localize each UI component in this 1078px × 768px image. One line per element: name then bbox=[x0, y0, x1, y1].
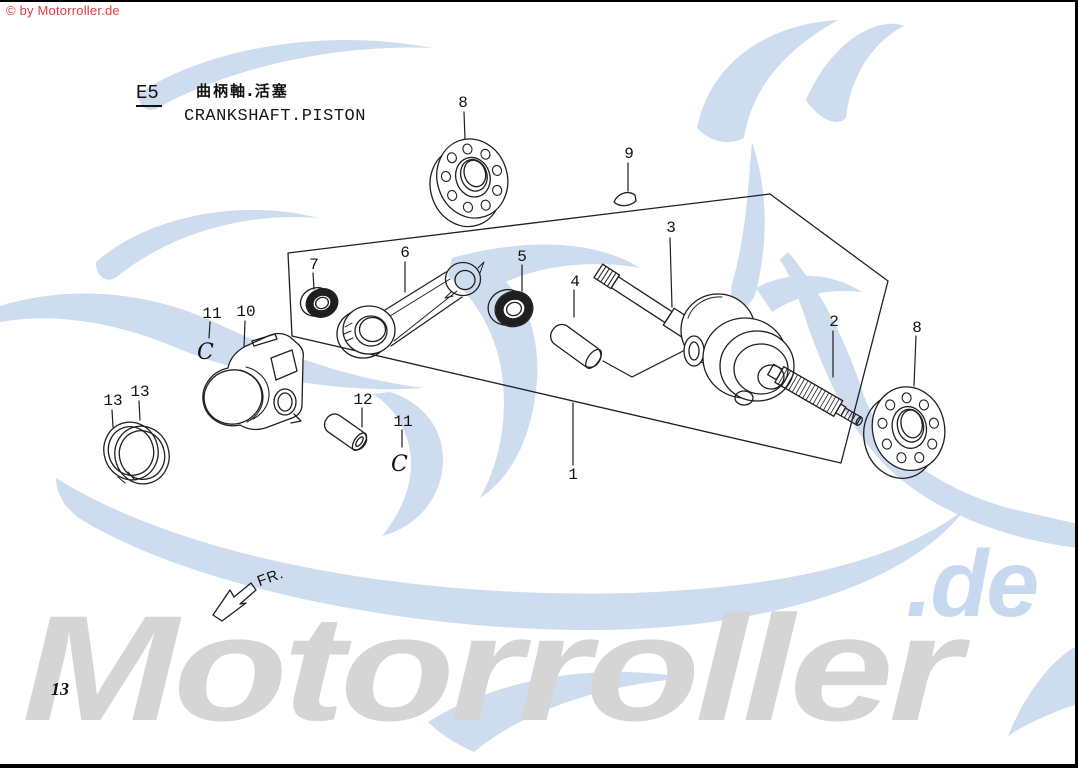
logo-figure-horn-right bbox=[806, 23, 904, 122]
assembly-boundary-box bbox=[287, 193, 889, 464]
swirl-bottom-right-corner bbox=[1008, 646, 1078, 736]
part-callout-9: 9 bbox=[624, 145, 634, 163]
watermark-domain-suffix: .de bbox=[906, 531, 1039, 637]
part-callout-4: 4 bbox=[570, 273, 580, 291]
swirl-mid-left bbox=[0, 293, 424, 390]
scan-border-right bbox=[1075, 0, 1078, 768]
swirl-bottom-crescent bbox=[56, 478, 966, 631]
part-callout-12: 12 bbox=[353, 391, 373, 409]
watermark-brand-text: Motorroller bbox=[22, 584, 962, 752]
wrist-pin bbox=[323, 413, 368, 451]
piston bbox=[202, 332, 305, 431]
part-callout-10: 10 bbox=[236, 303, 256, 321]
scan-border-top bbox=[0, 0, 1078, 2]
circlip-symbol-left: C bbox=[197, 340, 214, 365]
part-callout-11-left: 11 bbox=[202, 305, 222, 323]
swirl-right-band bbox=[780, 252, 1078, 548]
copyright-notice: © by Motorroller.de bbox=[6, 3, 120, 18]
piston-slot bbox=[251, 333, 278, 347]
part-callout-3: 3 bbox=[666, 219, 676, 237]
logo-figure-body bbox=[730, 142, 765, 308]
ball-bearing-top bbox=[429, 138, 509, 228]
splined-output-shaft bbox=[767, 363, 863, 426]
crankpin-pointer-line bbox=[602, 343, 698, 378]
part-callout-13-left: 13 bbox=[103, 392, 123, 410]
part-callout-11-right: 11 bbox=[393, 413, 413, 431]
part-callout-8-top: 8 bbox=[458, 94, 468, 112]
part-callout-5: 5 bbox=[517, 248, 527, 266]
crank-pin bbox=[549, 323, 603, 369]
swirl-bottom-center bbox=[428, 671, 688, 752]
title-english: CRANKSHAFT.PISTON bbox=[184, 107, 366, 126]
part-callout-7: 7 bbox=[309, 256, 319, 274]
scan-border-bottom bbox=[0, 764, 1078, 768]
part-callout-2: 2 bbox=[829, 313, 839, 331]
part-callout-1: 1 bbox=[568, 466, 578, 484]
callout-leader-lines bbox=[111, 111, 917, 466]
swirl-mid-left-tail bbox=[372, 392, 444, 536]
needle-bearing-small-end bbox=[299, 286, 339, 318]
connecting-rod bbox=[336, 261, 485, 359]
page-number: 13 bbox=[51, 679, 69, 699]
part-callout-13-right: 13 bbox=[130, 383, 150, 401]
piston-ring-grooves bbox=[239, 369, 264, 423]
needle-bearing-crankpin bbox=[487, 288, 534, 328]
logo-figure-horn-left bbox=[697, 20, 838, 143]
piston-rings bbox=[103, 421, 170, 485]
swirl-top-left-1 bbox=[138, 39, 432, 110]
ball-bearing-right bbox=[863, 386, 946, 479]
woodruff-key bbox=[613, 191, 637, 207]
title-chinese: 曲柄軸.活塞 bbox=[196, 82, 289, 100]
section-code: E5 bbox=[136, 82, 162, 107]
part-callout-8-right: 8 bbox=[912, 319, 922, 337]
part-callout-6: 6 bbox=[400, 244, 410, 262]
piston-window bbox=[270, 349, 298, 381]
front-direction-arrow bbox=[212, 582, 257, 622]
crankpin-boss bbox=[683, 335, 705, 367]
swirl-top-left-2 bbox=[95, 209, 318, 280]
circlip-symbol-right: C bbox=[391, 452, 408, 477]
crankshaft bbox=[593, 263, 863, 426]
